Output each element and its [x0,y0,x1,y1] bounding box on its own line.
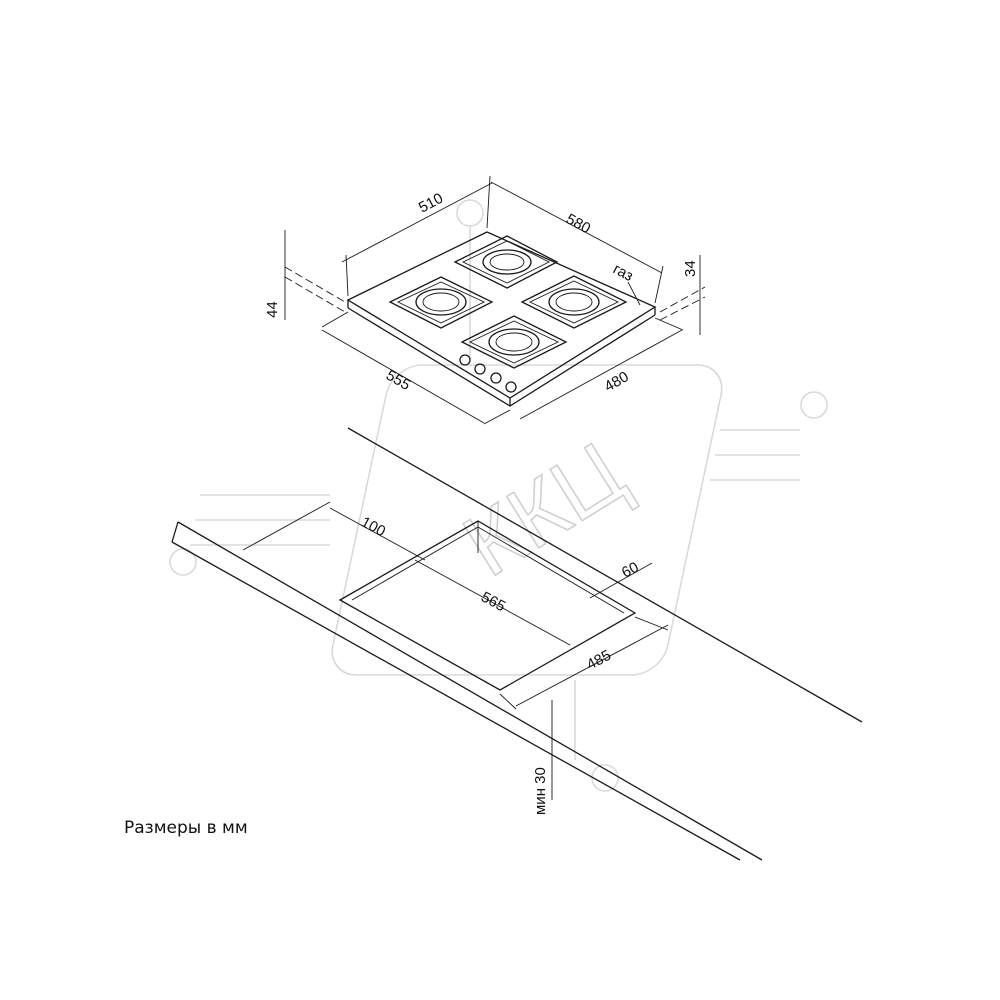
gas-inlet-label: газ [610,261,636,286]
dim-cutout-offset-back: 100 [358,514,388,541]
dim-hob-depth-top: 510 [416,190,446,217]
control-knobs [459,354,517,393]
watermark: ККЦ [169,199,828,792]
dim-hob-height-left: 44 [264,301,281,318]
burner-right [520,275,628,329]
burner-front [460,315,568,369]
dim-worktop-thickness: мин 30 [532,767,549,815]
dim-hob-width-top: 580 [563,211,593,238]
hob-dimension-lines [284,175,706,425]
burner-back [453,235,559,289]
dim-hob-width-bottom: 480 [602,368,632,395]
dim-cutout-width: 565 [478,589,508,616]
dim-hob-height-right: 34 [682,260,699,277]
worktop [171,427,863,861]
cutout-dimension-lines [242,501,669,800]
units-caption: Размеры в мм [124,818,248,838]
hob [346,231,657,407]
dim-cutout-depth: 485 [584,647,614,674]
burner-left [388,276,494,329]
dim-cutout-offset-front: 60 [619,559,642,582]
watermark-text: ККЦ [447,422,642,595]
cutout [338,520,637,691]
